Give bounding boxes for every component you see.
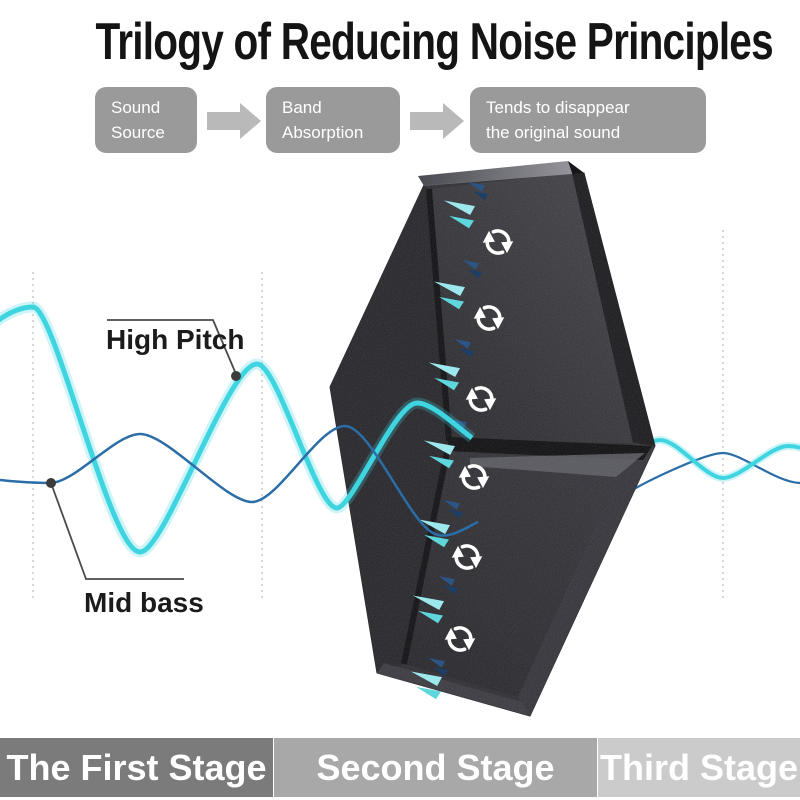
stage-bar-label: Third Stage	[599, 746, 799, 788]
right-block-arrow-icon	[410, 103, 464, 139]
stage-bar-third: Third Stage	[598, 738, 800, 797]
right-block-arrow-icon	[207, 103, 261, 139]
mid-bass-callout	[46, 478, 184, 580]
flow-box-line: Tends to disappear	[486, 98, 630, 117]
flow-box-line: Sound	[111, 98, 161, 117]
flow-box-sound-source: Sound Source	[95, 87, 197, 153]
attenuated-waves	[633, 435, 800, 490]
page-title-text: Trilogy of Reducing Noise Principles	[95, 13, 774, 71]
acoustic-foam-panel	[329, 161, 656, 717]
dotted-guide-lines	[32, 230, 724, 602]
flow-box-line: the original sound	[486, 123, 621, 142]
flow-box-line: Band	[282, 98, 322, 117]
page-title: Trilogy of Reducing Noise Principles	[0, 12, 800, 72]
stage-bar-label: Second Stage	[316, 746, 555, 788]
absorption-icons	[410, 180, 518, 703]
stage-bar-first: The First Stage	[0, 738, 273, 797]
label-mid-bass: Mid bass	[84, 587, 204, 618]
stage-bar-second: Second Stage	[274, 738, 597, 797]
flow-box-line: Source	[111, 123, 165, 142]
flow-box-band-absorption: Band Absorption	[266, 87, 400, 153]
flow-box-line: Absorption	[282, 123, 364, 142]
label-high-pitch: High Pitch	[106, 324, 245, 355]
flow-box-disappear-sound: Tends to disappear the original sound	[470, 87, 706, 153]
stage-bar-label: The First Stage	[6, 746, 267, 788]
